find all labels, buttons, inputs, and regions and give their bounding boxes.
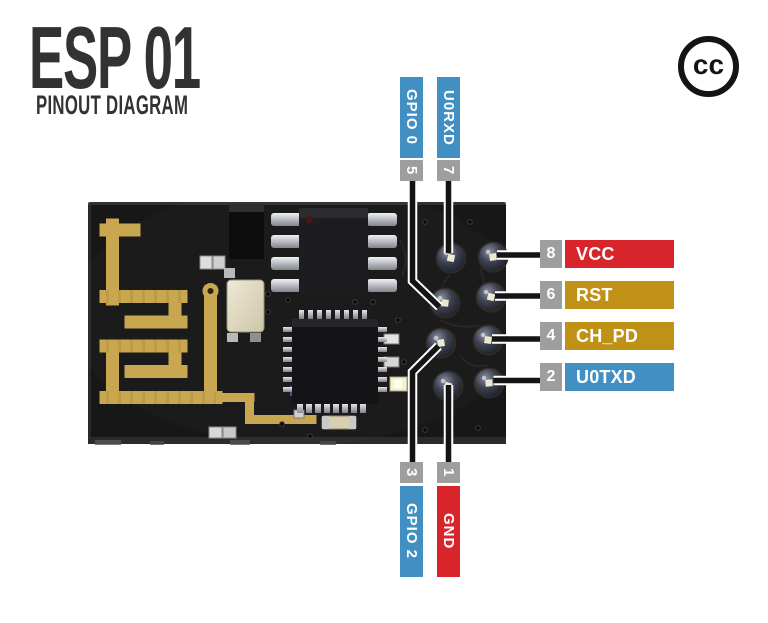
pin-label-gpio0: GPIO 0	[400, 77, 423, 158]
pin-number-6: 6	[540, 281, 562, 309]
flash-chip	[271, 208, 397, 294]
pin-row-vcc: 8 VCC	[540, 240, 674, 268]
pin-number-2: 2	[540, 363, 562, 391]
pin-number-4-text: 4	[546, 327, 556, 344]
pin-number-5-text: 5	[403, 166, 420, 175]
pin-number-2-text: 2	[546, 368, 556, 385]
pin-label-u0txd: U0TXD	[565, 363, 674, 391]
pin-number-8: 8	[540, 240, 562, 268]
pin-label-gpio2: GPIO 2	[400, 486, 423, 577]
pin-label-u0rxd-text: U0RXD	[440, 89, 457, 146]
pin-label-gnd: GND	[437, 486, 460, 577]
pin-number-6-text: 6	[546, 286, 556, 303]
pin-number-3-text: 3	[403, 468, 420, 477]
pin-label-rst: RST	[565, 281, 674, 309]
pin-row-rst: 6 RST	[540, 281, 674, 309]
pin-row-chpd: 4 CH_PD	[540, 322, 674, 350]
esp8266-chip	[283, 310, 387, 413]
pin-label-vcc: VCC	[565, 240, 674, 268]
pin-label-vcc-text: VCC	[576, 243, 615, 264]
pin-label-u0rxd: U0RXD	[437, 77, 460, 158]
pin-label-chpd: CH_PD	[565, 322, 674, 350]
pin-number-4: 4	[540, 322, 562, 350]
cc-license-label: cc	[692, 48, 725, 80]
pin-number-7: 7	[437, 160, 460, 181]
pin-number-5: 5	[400, 160, 423, 181]
pin-number-8-text: 8	[546, 245, 556, 262]
pin-label-u0txd-text: U0TXD	[576, 366, 637, 387]
pin-row-u0txd: 2 U0TXD	[540, 363, 674, 391]
pin-label-gpio2-text: GPIO 2	[403, 503, 420, 560]
page-title: ESP 01	[29, 8, 201, 107]
page-subtitle: PINOUT DIAGRAM	[36, 90, 189, 120]
pin-number-3: 3	[400, 462, 423, 483]
cc-license-icon: cc	[678, 36, 739, 97]
pin-number-7-text: 7	[440, 166, 457, 175]
annotation-lines	[407, 181, 541, 465]
pin-number-1-text: 1	[440, 468, 457, 477]
passive-components	[199, 204, 408, 439]
pin-label-gpio0-text: GPIO 0	[403, 89, 420, 146]
pcb-vias	[265, 219, 481, 439]
pin-label-rst-text: RST	[576, 284, 613, 305]
pin-label-chpd-text: CH_PD	[576, 325, 639, 346]
pin-label-gnd-text: GND	[440, 513, 457, 550]
pin-number-1: 1	[437, 462, 460, 483]
pcb-antenna-trace	[99, 218, 317, 424]
